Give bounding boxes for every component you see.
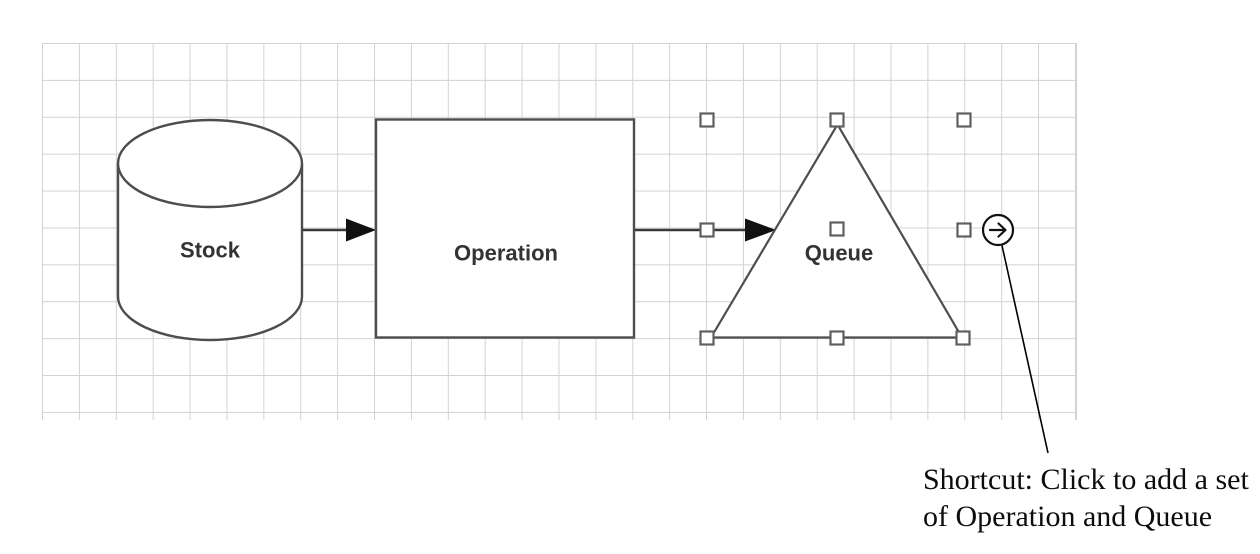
selection-handle-e[interactable] — [956, 222, 972, 238]
annotation-text: Shortcut: Click to add a set of Operatio… — [923, 461, 1249, 535]
arrowhead-icon — [346, 218, 376, 242]
selection-handle-s[interactable] — [829, 330, 845, 346]
selection-handle-n[interactable] — [829, 112, 845, 128]
shortcut-add-button[interactable] — [981, 213, 1015, 247]
operation-label: Operation — [454, 241, 558, 266]
annotation-line-1: Shortcut: Click to add a set — [923, 463, 1249, 496]
selection-handles — [699, 112, 972, 346]
connector-operation-queue[interactable] — [635, 218, 776, 242]
stock-label: Stock — [180, 238, 241, 263]
selection-handle-sw[interactable] — [699, 330, 715, 346]
operation-shape[interactable]: Operation — [374, 118, 636, 339]
selection-handle-center[interactable] — [829, 221, 845, 237]
arrow-right-icon — [988, 222, 1007, 238]
annotation-leader-line — [1001, 245, 1049, 454]
selection-handle-w[interactable] — [699, 222, 715, 238]
selection-handle-nw[interactable] — [699, 112, 715, 128]
annotation-line-2: of Operation and Queue — [923, 500, 1213, 533]
stock-cylinder-top[interactable] — [116, 118, 304, 209]
operation-rectangle[interactable] — [374, 118, 636, 339]
arrowhead-icon — [745, 218, 776, 242]
selection-handle-ne[interactable] — [956, 112, 972, 128]
selection-handle-se[interactable] — [955, 330, 971, 346]
stock-shape[interactable]: Stock — [116, 118, 304, 342]
stock-cylinder-body[interactable] — [116, 163, 304, 342]
queue-label: Queue — [805, 241, 873, 266]
connector-stock-operation[interactable] — [302, 218, 376, 242]
